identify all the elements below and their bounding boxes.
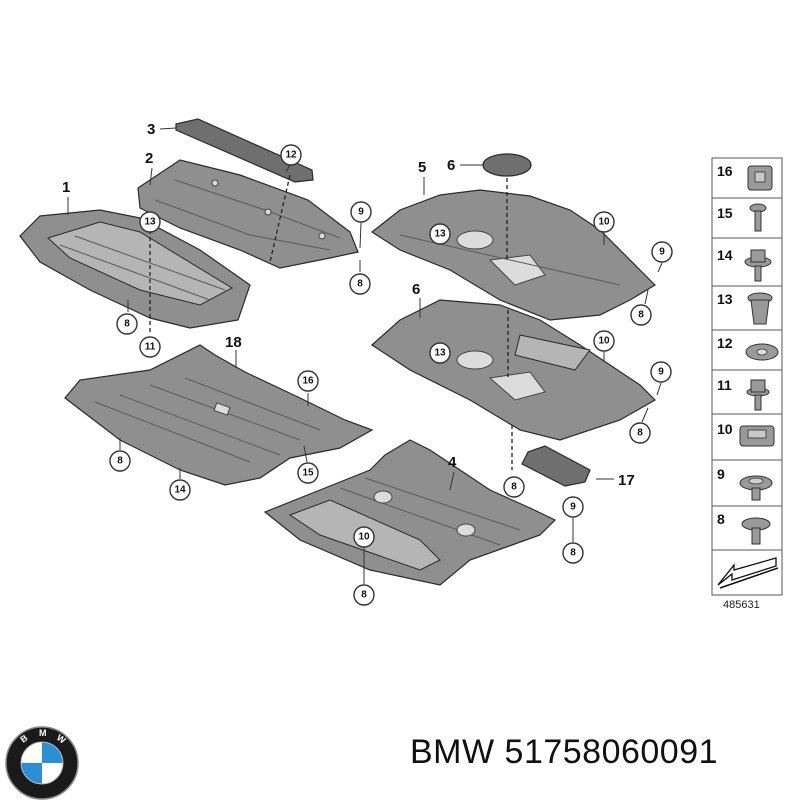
svg-text:B: B (18, 732, 29, 744)
drawing-number: 485631 (723, 599, 760, 611)
callout-2: 2 (145, 150, 153, 167)
bubble-10-part5 (593, 211, 615, 233)
washer-screw-icon (741, 517, 771, 545)
dash-12 (269, 174, 291, 263)
bubble-9-part4-label: 9 (570, 502, 576, 513)
flange-bolt-icon (744, 249, 772, 282)
bubble-13-part6 (429, 342, 451, 364)
bubble-9-part2 (350, 201, 372, 223)
callout-4: 4 (448, 454, 457, 471)
bubble-8-part18 (109, 450, 131, 472)
callout-1: 1 (62, 179, 70, 196)
legend-num-11: 11 (717, 377, 732, 393)
legend-num-8: 8 (717, 511, 725, 527)
legend: 16 15 14 13 12 11 (711, 157, 783, 596)
bubble-9-part5-label: 9 (659, 247, 665, 258)
bubble-9-part5 (651, 241, 673, 263)
hex-bolt-icon (746, 379, 770, 411)
legend-num-12: 12 (717, 335, 733, 351)
bubble-8-part1-label: 8 (124, 319, 130, 330)
bubble-8-part4-right-label: 8 (570, 548, 576, 559)
part-2-panel (137, 159, 359, 269)
bubble-9-part6-label: 9 (658, 367, 664, 378)
bubble-9-part4 (562, 496, 584, 518)
legend-num-10: 10 (717, 421, 733, 437)
bubble-12 (280, 144, 302, 166)
callout-3: 3 (147, 121, 155, 138)
bubble-12-label: 12 (285, 150, 297, 161)
part-17-bracket (521, 445, 591, 487)
callout-5: 5 (418, 159, 426, 176)
callout-7: 6 (447, 157, 455, 174)
arrow-icon (717, 557, 779, 589)
part-7-disc (482, 153, 532, 177)
bubble-15 (297, 462, 319, 484)
clip-nut-icon (747, 165, 773, 191)
bubble-13-part6-label: 13 (434, 348, 446, 359)
bubble-10-part6 (593, 330, 615, 352)
bubble-10-part5-label: 10 (598, 217, 610, 228)
bubble-8-part6-label: 8 (637, 428, 643, 439)
bubble-8-part6 (629, 422, 651, 444)
bubble-8-part4-label: 8 (361, 590, 367, 601)
bubble-8-part4-right (562, 542, 584, 564)
part-3-strip (175, 118, 314, 183)
legend-num-15: 15 (717, 205, 733, 221)
bubble-15-label: 15 (302, 468, 314, 479)
bubble-11 (139, 336, 161, 358)
legend-num-13: 13 (717, 291, 733, 307)
bubble-9-part6 (650, 361, 672, 383)
bubble-14 (169, 479, 191, 501)
part-number-label: BMW 51758060091 (410, 733, 719, 771)
leader-2 (149, 167, 153, 186)
leader-3 (159, 127, 177, 130)
bubble-13-part5 (429, 223, 451, 245)
bubble-13-part5-label: 13 (434, 229, 446, 240)
bubble-13-left (139, 211, 161, 233)
callout-6: 6 (412, 281, 420, 298)
legend-num-9: 9 (717, 466, 725, 482)
spring-nut-icon (739, 425, 775, 447)
bubble-10-part4 (353, 526, 375, 548)
bubble-8-part17 (503, 476, 525, 498)
part-1-panel (19, 209, 251, 329)
callout-18: 18 (225, 334, 242, 351)
bmw-logo-icon: B M W (5, 726, 79, 800)
legend-row-13 (711, 285, 783, 331)
part-18-panel (64, 344, 374, 486)
bubble-8-part5 (630, 304, 652, 326)
bubble-8-part2 (349, 273, 371, 295)
bubble-10-part4-label: 10 (358, 532, 370, 543)
legend-row-15 (711, 197, 783, 239)
bubble-14-label: 14 (174, 485, 186, 496)
bubble-9-part2-label: 9 (358, 207, 364, 218)
screw-icon (749, 203, 767, 232)
part-5-panel (370, 189, 656, 321)
bubble-8-part1 (116, 313, 138, 335)
speed-nut-icon (745, 343, 779, 361)
bubble-8-part2-label: 8 (357, 279, 363, 290)
legend-num-14: 14 (717, 247, 733, 263)
bubble-11-label: 11 (145, 342, 156, 353)
bubble-10-part6-label: 10 (598, 336, 610, 347)
bubble-8-part5-label: 8 (638, 310, 644, 321)
bubble-16-label: 16 (302, 376, 314, 387)
callout-17: 17 (618, 472, 635, 489)
expanding-rivet-icon (747, 292, 773, 325)
collar-nut-icon (739, 475, 773, 501)
svg-text:M: M (39, 728, 47, 738)
bubble-16 (297, 370, 319, 392)
bubble-8-part17-label: 8 (511, 482, 517, 493)
part-6-panel (371, 299, 656, 441)
legend-num-16: 16 (717, 163, 733, 179)
bubble-13-left-label: 13 (144, 217, 156, 228)
bubble-8-part18-label: 8 (117, 456, 123, 467)
bubble-8-part4 (353, 584, 375, 606)
leader-4 (449, 471, 455, 491)
